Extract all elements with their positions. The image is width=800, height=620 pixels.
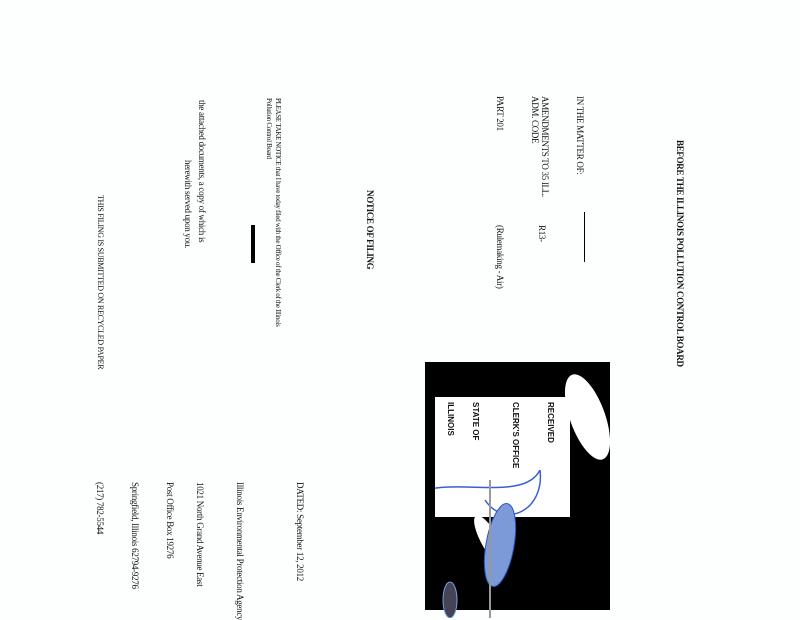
body-line-1: PLEASE TAKE NOTICE that I have today fil… — [265, 98, 282, 327]
dated: DATED: September 12, 2012 — [295, 482, 305, 581]
body-line-2: the attached documents, a copy of which … — [197, 100, 207, 243]
caption-divider — [584, 212, 585, 262]
stamp-line-1: RECEIVED — [546, 402, 555, 443]
stamp-line-4: ILLINOIS — [446, 402, 455, 436]
body-line-3: herewith served upon you. — [183, 160, 193, 248]
redaction-bar — [251, 225, 255, 263]
agency-street: 1021 North Grand Avenue East — [195, 482, 205, 587]
caption-subject: AMENDMENTS TO 35 ILL. ADM. CODE — [530, 96, 550, 197]
stamp-line-2: CLERK'S OFFICE — [511, 402, 520, 469]
footer-recycled: THIS FILING IS SUBMITTED ON RECYCLED PAP… — [96, 195, 105, 370]
signature-image — [435, 470, 542, 618]
stamp-line-3: STATE OF — [471, 402, 480, 441]
agency-city: Springfield, Illinois 62794-9276 — [130, 482, 140, 589]
document-header: BEFORE THE ILLINOIS POLLUTION CONTROL BO… — [675, 140, 685, 367]
agency-pobox: Post Office Box 19276 — [165, 482, 175, 559]
docket-type: (Rulemaking - Air) — [495, 225, 505, 289]
caption-in-the-matter: IN THE MATTER OF: — [575, 96, 585, 175]
agency-phone: (217) 782-5544 — [95, 482, 105, 535]
notice-title: NOTICE OF FILING — [365, 190, 375, 270]
caption-part: PART 201 — [495, 96, 505, 131]
agency-name: Illinois Environmental Protection Agency — [235, 482, 245, 620]
docket-number: R13- — [537, 225, 547, 242]
